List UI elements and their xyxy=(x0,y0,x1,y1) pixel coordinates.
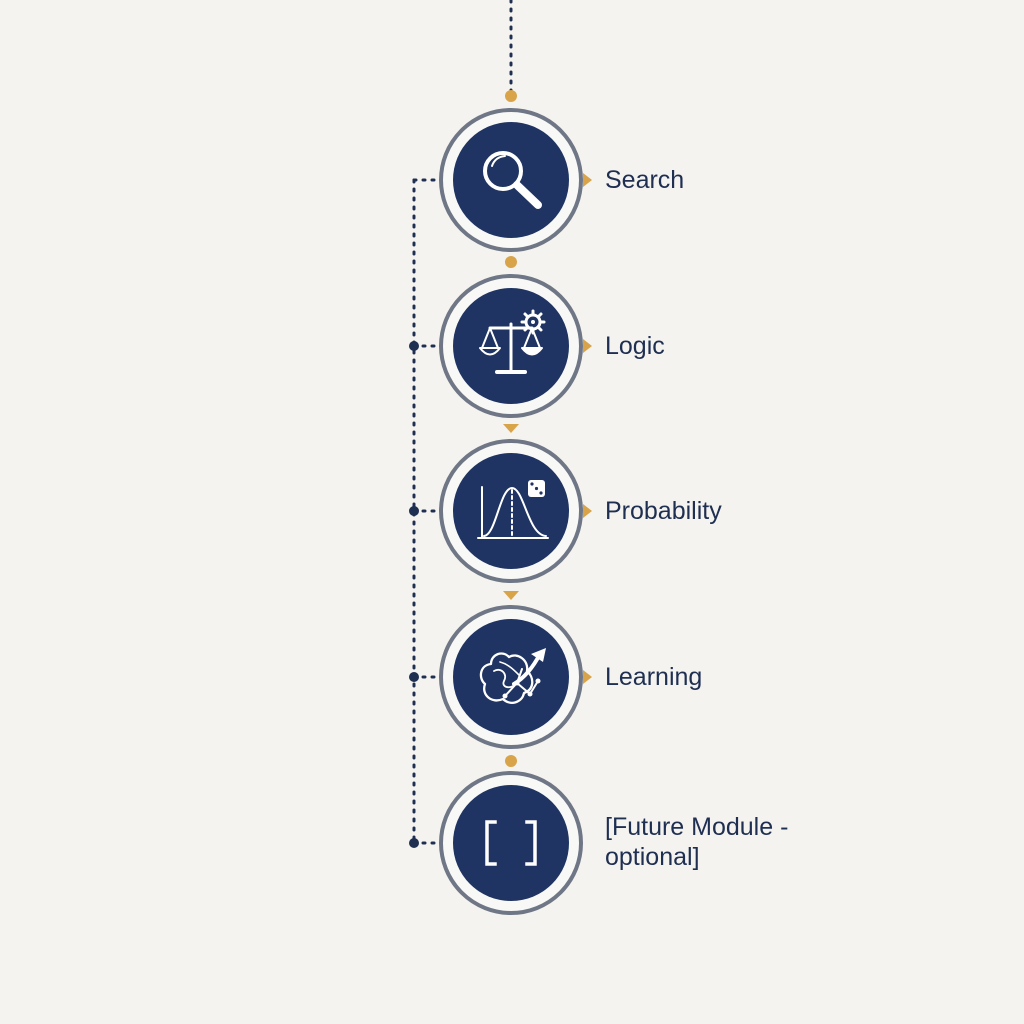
node-future-module[interactable] xyxy=(439,771,583,915)
logic-probability-arrow xyxy=(503,424,519,433)
label-probability: Probability xyxy=(605,497,722,525)
node-search[interactable] xyxy=(439,108,592,252)
bell-curve-dice-icon xyxy=(477,480,549,539)
learning-future-accent-dot xyxy=(505,755,517,767)
label-search: Search xyxy=(605,166,685,194)
label-future-module: [Future Module - optional] xyxy=(605,813,789,871)
top-accent-dot xyxy=(505,90,517,102)
junction-dot-future xyxy=(409,838,419,848)
balance-scale-gear-icon xyxy=(479,309,546,374)
label-learning: Learning xyxy=(605,663,703,691)
junction-dot-logic xyxy=(409,341,419,351)
brackets-icon xyxy=(485,820,537,866)
search-logic-accent-dot xyxy=(505,256,517,268)
junction-dot-probability xyxy=(409,506,419,516)
node-probability[interactable] xyxy=(439,439,592,583)
junction-dot-learning xyxy=(409,672,419,682)
node-logic[interactable] xyxy=(439,274,592,418)
node-learning[interactable] xyxy=(439,605,592,749)
probability-learning-arrow xyxy=(503,591,519,600)
brain-growth-arrow-icon xyxy=(479,648,546,704)
label-logic: Logic xyxy=(605,332,665,360)
magnifying-glass-icon xyxy=(483,151,542,209)
